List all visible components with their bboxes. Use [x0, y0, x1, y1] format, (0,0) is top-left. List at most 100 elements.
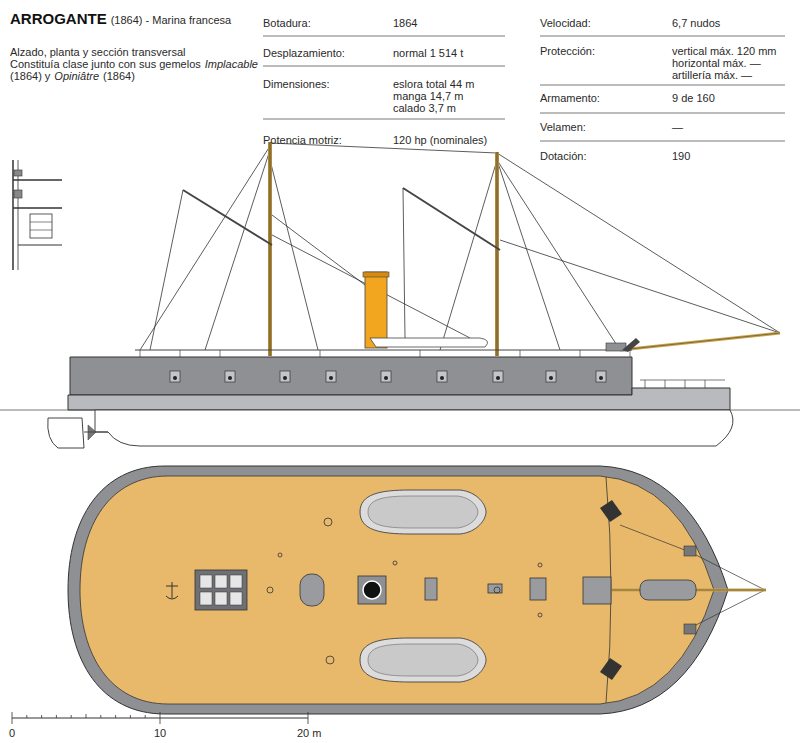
section-detail — [30, 222, 52, 223]
stanchion — [685, 380, 686, 388]
wheel — [324, 518, 332, 526]
spec-value: artillería máx. — — [672, 69, 752, 82]
scale-tick — [115, 715, 116, 718]
gun-muzzle — [549, 376, 553, 380]
cathead — [684, 624, 696, 634]
anchor-symbol — [166, 582, 178, 599]
spec-value: 1864 — [393, 17, 417, 30]
section-line — [13, 179, 62, 181]
scale-tick — [71, 715, 72, 718]
hatch — [488, 584, 502, 593]
skylight-pane — [200, 592, 212, 605]
funnel — [365, 272, 387, 348]
stanchion — [580, 350, 581, 357]
gun-muzzle — [228, 376, 232, 380]
section-detail — [14, 170, 22, 176]
rail — [135, 350, 632, 351]
gun-port — [170, 371, 180, 382]
stanchion — [420, 350, 421, 357]
boat-inner — [368, 644, 478, 676]
gun-muzzle — [599, 376, 603, 380]
gun-muzzle — [283, 376, 287, 380]
skylight-pane — [200, 575, 212, 588]
funnel-cap — [363, 272, 389, 277]
skylight-pane — [215, 592, 227, 605]
spec-label: Velocidad: — [540, 17, 591, 30]
scale-tick — [100, 715, 101, 718]
skylight-pane — [230, 575, 242, 588]
hull-belt — [68, 388, 730, 410]
spec-value: manga 14,7 m — [393, 90, 463, 103]
table-rule — [540, 113, 785, 114]
section-detail — [30, 214, 52, 238]
stanchion — [520, 350, 521, 357]
spec-value: 120 hp (nominales) — [393, 134, 487, 147]
bowsprit — [620, 333, 780, 350]
ship-name: Opiniâtre — [54, 70, 99, 83]
scale-tick — [56, 715, 57, 718]
cathead — [684, 546, 696, 556]
section-detail — [14, 190, 22, 198]
boat — [360, 638, 486, 682]
spec-label: Desplazamiento: — [263, 47, 345, 60]
gun-port — [493, 371, 503, 382]
spec-value: 6,7 nudos — [672, 17, 720, 30]
table-rule — [263, 119, 505, 120]
mast-step — [494, 587, 500, 593]
gaff — [403, 188, 500, 250]
bollard — [538, 563, 542, 567]
scale-number: 20 m — [297, 727, 321, 740]
spec-label: Armamento: — [540, 92, 600, 105]
hatch — [300, 574, 324, 606]
scale-number: 10 — [154, 727, 166, 740]
description: (1864) — [103, 70, 135, 83]
scale-tick — [145, 715, 146, 718]
rigging-line — [620, 525, 690, 552]
stanchion — [630, 350, 631, 357]
gun-port — [225, 371, 235, 382]
mast — [495, 152, 499, 356]
rigging-line — [403, 188, 405, 338]
skylight-pane — [230, 592, 242, 605]
section-line — [18, 245, 62, 246]
gun-muzzle — [496, 376, 500, 380]
mast-outline — [497, 152, 498, 356]
spec-label: Protección: — [540, 45, 595, 58]
gun-port — [280, 371, 290, 382]
rudder — [48, 418, 84, 448]
section-detail — [30, 230, 52, 231]
rigging-line — [500, 240, 780, 333]
bow-gun — [600, 658, 622, 680]
gaff — [183, 190, 272, 245]
description: (1864) y — [10, 70, 50, 83]
hull-side — [70, 357, 632, 395]
spec-value: 190 — [672, 150, 690, 163]
bow-gun — [600, 500, 622, 522]
mast-outline — [270, 142, 271, 356]
scale-tick — [86, 714, 87, 718]
gun-muzzle — [384, 376, 388, 380]
gun-muzzle — [440, 376, 444, 380]
bowsprit-outline — [620, 333, 780, 350]
stanchion — [180, 350, 181, 357]
scale-tick — [12, 712, 13, 724]
scale-tick — [41, 715, 42, 718]
skylight-pane — [215, 575, 227, 588]
bollard — [393, 561, 397, 565]
rigging-line — [150, 190, 183, 350]
rigging-line — [497, 160, 620, 350]
rigging-line — [690, 590, 765, 628]
table-rule — [263, 36, 505, 37]
table-rule — [540, 36, 785, 37]
spec-value: horizontal máx. — — [672, 57, 761, 70]
gun-port — [546, 371, 556, 382]
section-line — [13, 207, 62, 209]
boat-inner — [368, 496, 478, 528]
table-rule — [540, 85, 785, 86]
funnel-base — [358, 576, 386, 604]
rigging-line — [497, 153, 780, 333]
anchor-davit — [622, 338, 640, 352]
underwater-hull — [95, 410, 733, 446]
